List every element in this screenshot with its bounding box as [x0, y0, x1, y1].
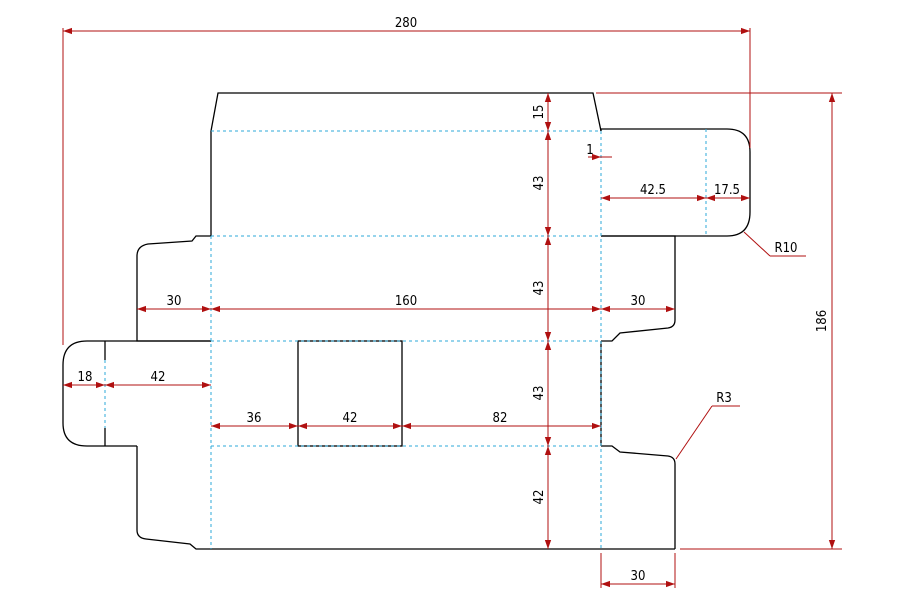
leader-r3 — [675, 405, 713, 460]
label-42-window: 42 — [343, 411, 358, 426]
label-30-bottom: 30 — [631, 569, 646, 584]
label-160: 160 — [395, 294, 417, 309]
window-cutout — [297, 340, 403, 447]
dimension-labels: 280 186 15 43 43 43 42 30 160 30 1 42.5 … — [78, 16, 830, 584]
label-30-right: 30 — [631, 294, 646, 309]
leader-r10 — [743, 231, 771, 257]
extension-lines — [62, 28, 842, 588]
label-82: 82 — [493, 411, 508, 426]
label-280: 280 — [395, 16, 417, 31]
left-side-flap — [136, 235, 211, 342]
label-186: 186 — [815, 310, 830, 332]
right-side-flap — [601, 235, 676, 342]
label-42-left: 42 — [151, 370, 166, 385]
label-18: 18 — [78, 370, 93, 385]
label-42-5: 42.5 — [640, 183, 666, 198]
cut-outline — [62, 92, 751, 550]
label-17-5: 17.5 — [714, 183, 740, 198]
label-43c: 43 — [532, 386, 547, 401]
label-30-left: 30 — [167, 294, 182, 309]
fold-lines — [104, 129, 707, 549]
label-r10: R10 — [774, 241, 797, 256]
label-36: 36 — [247, 411, 262, 426]
label-15: 15 — [532, 105, 547, 120]
lower-left-flap — [136, 446, 211, 550]
label-43b: 43 — [532, 281, 547, 296]
dimension-lines — [63, 27, 836, 588]
label-r3: R3 — [716, 391, 732, 406]
label-43a: 43 — [532, 176, 547, 191]
left-tuck-outline — [62, 340, 211, 447]
top-flap-outline — [210, 92, 602, 132]
tuck-flap-outline — [600, 128, 751, 237]
lower-right-flap — [601, 445, 676, 549]
label-42v: 42 — [532, 490, 547, 505]
label-1: 1 — [586, 143, 593, 158]
